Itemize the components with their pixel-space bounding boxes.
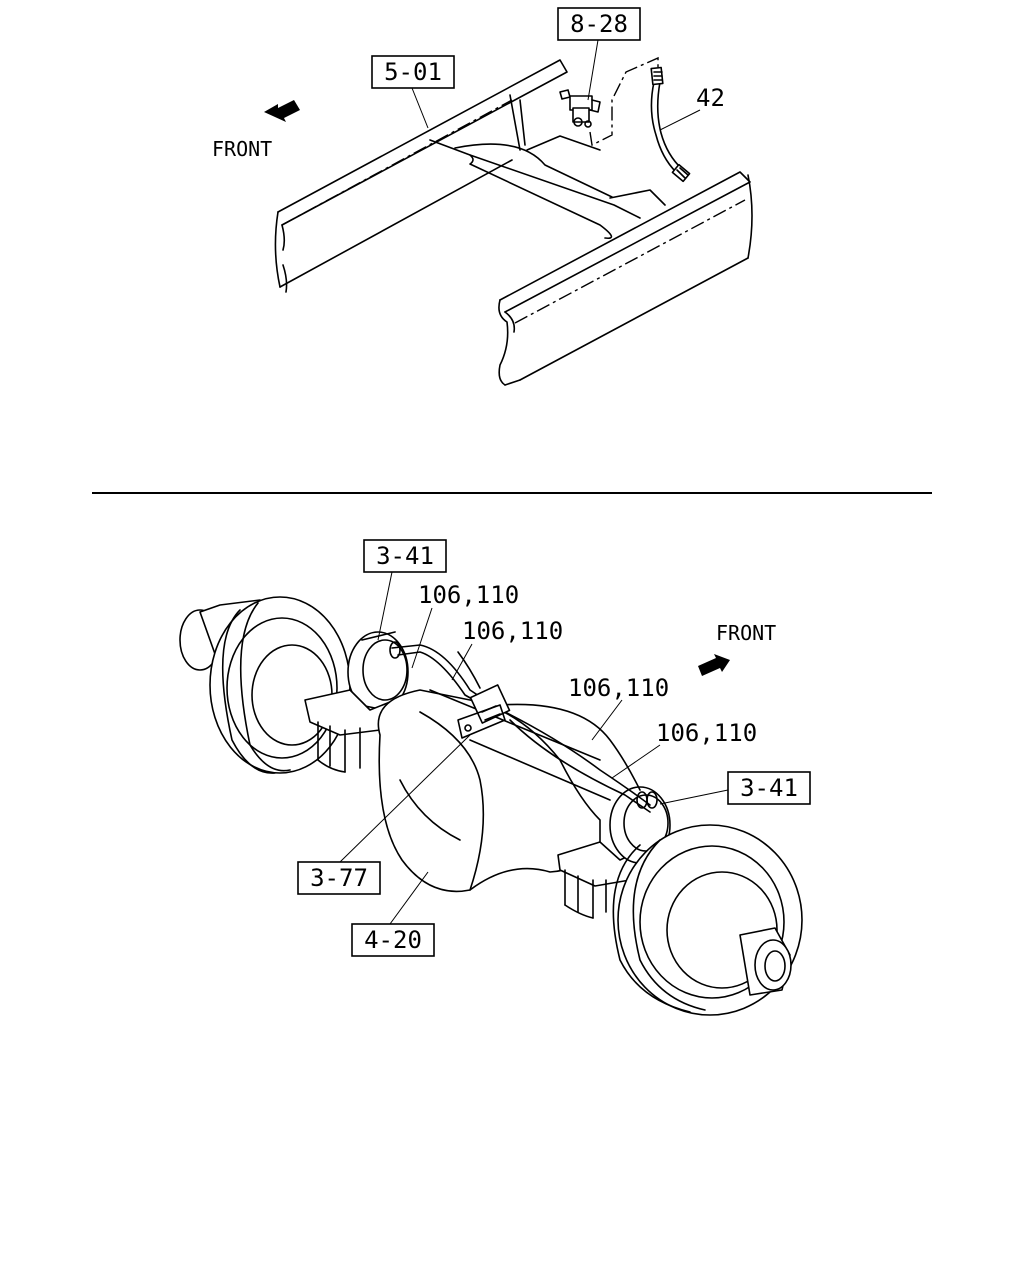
callout-frame-ref: 5-01 bbox=[371, 55, 455, 129]
frame-assembly bbox=[274, 59, 753, 386]
front-arrow-icon bbox=[264, 100, 300, 122]
front-arrow-icon-axle bbox=[698, 654, 730, 676]
pipe-c-label: 106,110 bbox=[568, 674, 669, 702]
front-direction-indicator-axle: FRONT bbox=[698, 621, 776, 676]
callout-pipe-d: 106,110 bbox=[611, 719, 757, 779]
brake-pipes bbox=[389, 641, 658, 813]
bracket-ref-label: 3-77 bbox=[310, 864, 368, 892]
left-hub-ref-label: 3-41 bbox=[376, 542, 434, 570]
valve-assembly bbox=[559, 56, 659, 147]
callout-pipe-a: 106,110 bbox=[411, 581, 519, 669]
callout-right-hub-ref: 3-41 bbox=[659, 771, 811, 805]
callout-valve-ref: 8-28 bbox=[557, 7, 641, 101]
callout-hose: 42 bbox=[659, 84, 725, 131]
frame-ref-label: 5-01 bbox=[384, 58, 442, 86]
right-hub-ref-label: 3-41 bbox=[740, 774, 798, 802]
callout-axle-ref: 4-20 bbox=[351, 871, 435, 957]
valve-ref-label: 8-28 bbox=[570, 10, 628, 38]
callout-bracket-ref: 3-77 bbox=[297, 734, 471, 895]
hose-part-label: 42 bbox=[696, 84, 725, 112]
pipe-a-label: 106,110 bbox=[418, 581, 519, 609]
axle-ref-label: 4-20 bbox=[364, 926, 422, 954]
front-label: FRONT bbox=[212, 137, 272, 161]
front-label-axle: FRONT bbox=[716, 621, 776, 645]
callout-pipe-c: 106,110 bbox=[568, 674, 669, 741]
callout-pipe-b: 106,110 bbox=[451, 617, 563, 681]
front-direction-indicator: FRONT bbox=[212, 100, 300, 161]
rear-axle-assembly bbox=[179, 596, 803, 1016]
flex-hose bbox=[650, 66, 691, 183]
callout-left-hub-ref: 3-41 bbox=[363, 539, 447, 641]
pipe-b-label: 106,110 bbox=[462, 617, 563, 645]
pipe-d-label: 106,110 bbox=[656, 719, 757, 747]
